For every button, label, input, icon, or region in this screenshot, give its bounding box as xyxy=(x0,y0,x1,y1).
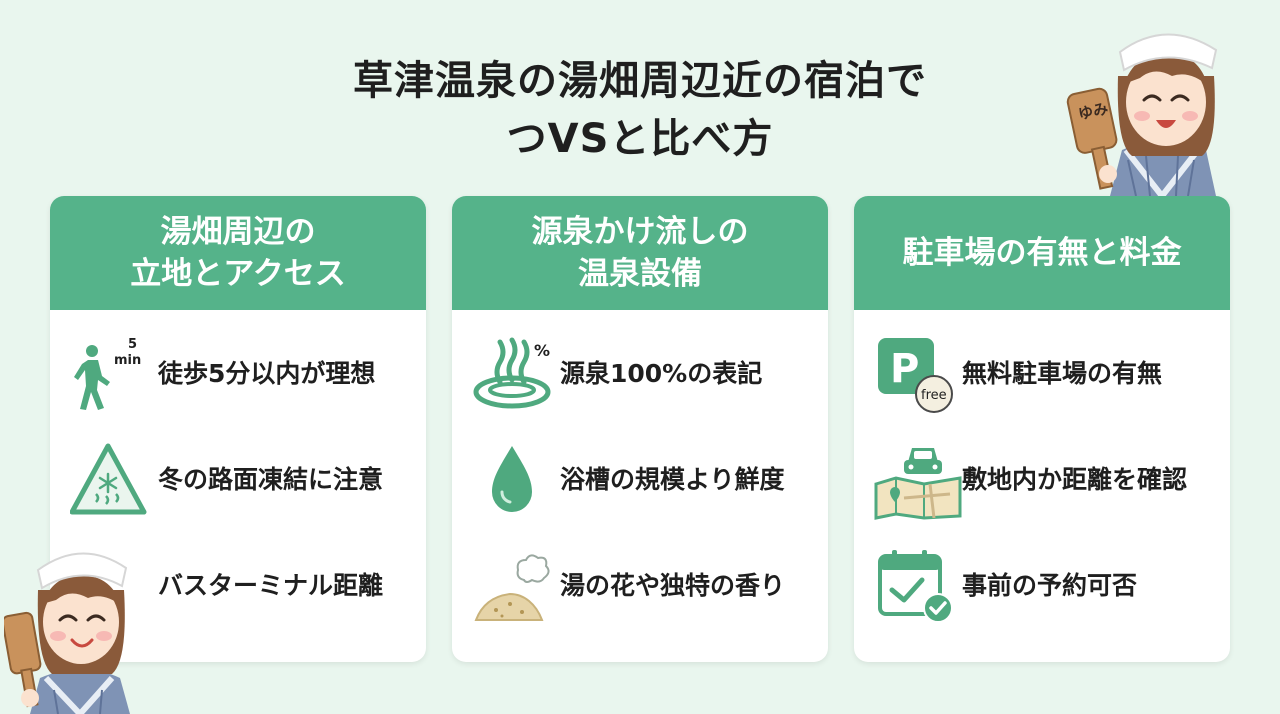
card-header: 湯畑周辺の 立地とアクセス xyxy=(50,196,426,310)
walking-person-icon: 5 min xyxy=(70,334,160,414)
card-header-line-1: 湯畑周辺の xyxy=(160,214,316,250)
list-item: 事前の予約可否 xyxy=(854,546,1230,626)
card-header-line-2: 立地とアクセス xyxy=(130,256,346,292)
parking-icon: P free xyxy=(874,334,964,414)
list-item: P free 無料駐車場の有無 xyxy=(854,334,1230,414)
car-map-icon xyxy=(874,440,964,520)
percent-badge: % xyxy=(534,341,550,360)
card-hot-spring-facilities: 源泉かけ流しの 温泉設備 % 源泉100%の表記 浴槽の規模より鮮度 xyxy=(452,196,828,662)
calendar-check-icon xyxy=(874,546,964,626)
list-item: % 源泉100%の表記 xyxy=(452,334,828,414)
ice-warning-icon xyxy=(70,440,160,520)
walk-badge-unit: min xyxy=(114,353,141,368)
list-item: 敷地内か距離を確認 xyxy=(854,440,1230,520)
card-header: 駐車場の有無と料金 xyxy=(854,196,1230,310)
mascot-girl-bottom-left xyxy=(4,530,154,714)
item-label: 冬の路面凍結に注意 xyxy=(158,465,384,494)
page-title-line-1: 草津温泉の湯畑周辺近の宿泊で xyxy=(353,58,927,104)
item-label: 湯の花や独特の香り xyxy=(560,571,786,600)
paddle-text: ゆみ xyxy=(1077,99,1110,123)
item-label: 敷地内か距離を確認 xyxy=(962,465,1188,494)
list-item: 冬の路面凍結に注意 xyxy=(50,440,426,520)
hot-spring-icon: % xyxy=(472,334,562,414)
water-drop-icon xyxy=(472,440,562,520)
item-label: 無料駐車場の有無 xyxy=(962,359,1163,388)
card-header: 源泉かけ流しの 温泉設備 xyxy=(452,196,828,310)
item-label: バスターミナル距離 xyxy=(158,571,384,600)
card-location-access: 湯畑周辺の 立地とアクセス 5 min 徒歩5分以内が理想 xyxy=(50,196,426,662)
list-item: 浴槽の規模より鮮度 xyxy=(452,440,828,520)
parking-sign-letter: P xyxy=(890,346,919,392)
card-parking: 駐車場の有無と料金 P free 無料駐車場の有無 xyxy=(854,196,1230,662)
list-item: 5 min 徒歩5分以内が理想 xyxy=(50,334,426,414)
item-label: 浴槽の規模より鮮度 xyxy=(560,465,785,494)
list-item: バスターミナル距離 xyxy=(50,546,426,626)
card-header-line-1: 駐車場の有無と料金 xyxy=(902,235,1182,271)
free-badge: free xyxy=(921,388,947,403)
item-label: 事前の予約可否 xyxy=(962,571,1138,600)
item-label: 源泉100%の表記 xyxy=(560,359,763,388)
yunohana-icon xyxy=(472,546,562,626)
list-item: 湯の花や独特の香り xyxy=(452,546,828,626)
item-label: 徒歩5分以内が理想 xyxy=(158,359,376,388)
walk-badge-number: 5 xyxy=(128,337,137,352)
page-title-line-2: つVSと比べ方 xyxy=(506,116,774,162)
card-header-line-2: 温泉設備 xyxy=(578,256,702,292)
mascot-girl-top-right: ゆみ xyxy=(1066,10,1246,196)
card-header-line-1: 源泉かけ流しの xyxy=(531,214,749,250)
page-title: 草津温泉の湯畑周辺近の宿泊で つVSと比べ方 xyxy=(0,52,1280,168)
